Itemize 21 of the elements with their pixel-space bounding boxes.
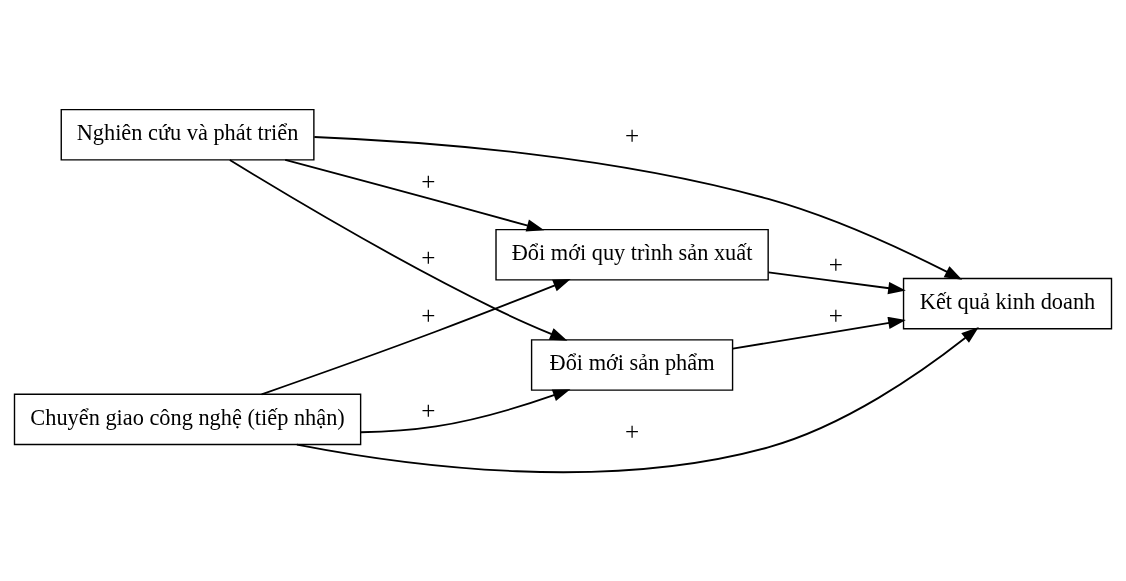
edge-label: + bbox=[421, 243, 436, 271]
node-box: Nghiên cứu và phát triển bbox=[60, 108, 315, 161]
arrow bbox=[284, 158, 545, 231]
arrow bbox=[313, 135, 963, 280]
edge-label: + bbox=[421, 301, 436, 329]
edge-label: + bbox=[625, 417, 640, 445]
node-box: Kết quả kinh doanh bbox=[902, 277, 1113, 329]
edge-label: + bbox=[625, 121, 640, 149]
edge-label: + bbox=[828, 250, 843, 278]
edge-label: + bbox=[828, 301, 843, 329]
node-box: Đổi mới quy trình sản xuất bbox=[495, 228, 769, 281]
arrow bbox=[360, 388, 571, 433]
arrow bbox=[260, 278, 571, 395]
arrow bbox=[731, 316, 906, 350]
edge-label: + bbox=[421, 167, 436, 195]
node-box: Chuyển giao công nghệ (tiếp nhận) bbox=[13, 393, 362, 445]
arrow bbox=[228, 158, 568, 341]
node-box: Đổi mới sản phẩm bbox=[530, 338, 734, 391]
arrow bbox=[767, 271, 906, 294]
edge-label: + bbox=[421, 396, 436, 424]
arrow bbox=[296, 326, 979, 473]
